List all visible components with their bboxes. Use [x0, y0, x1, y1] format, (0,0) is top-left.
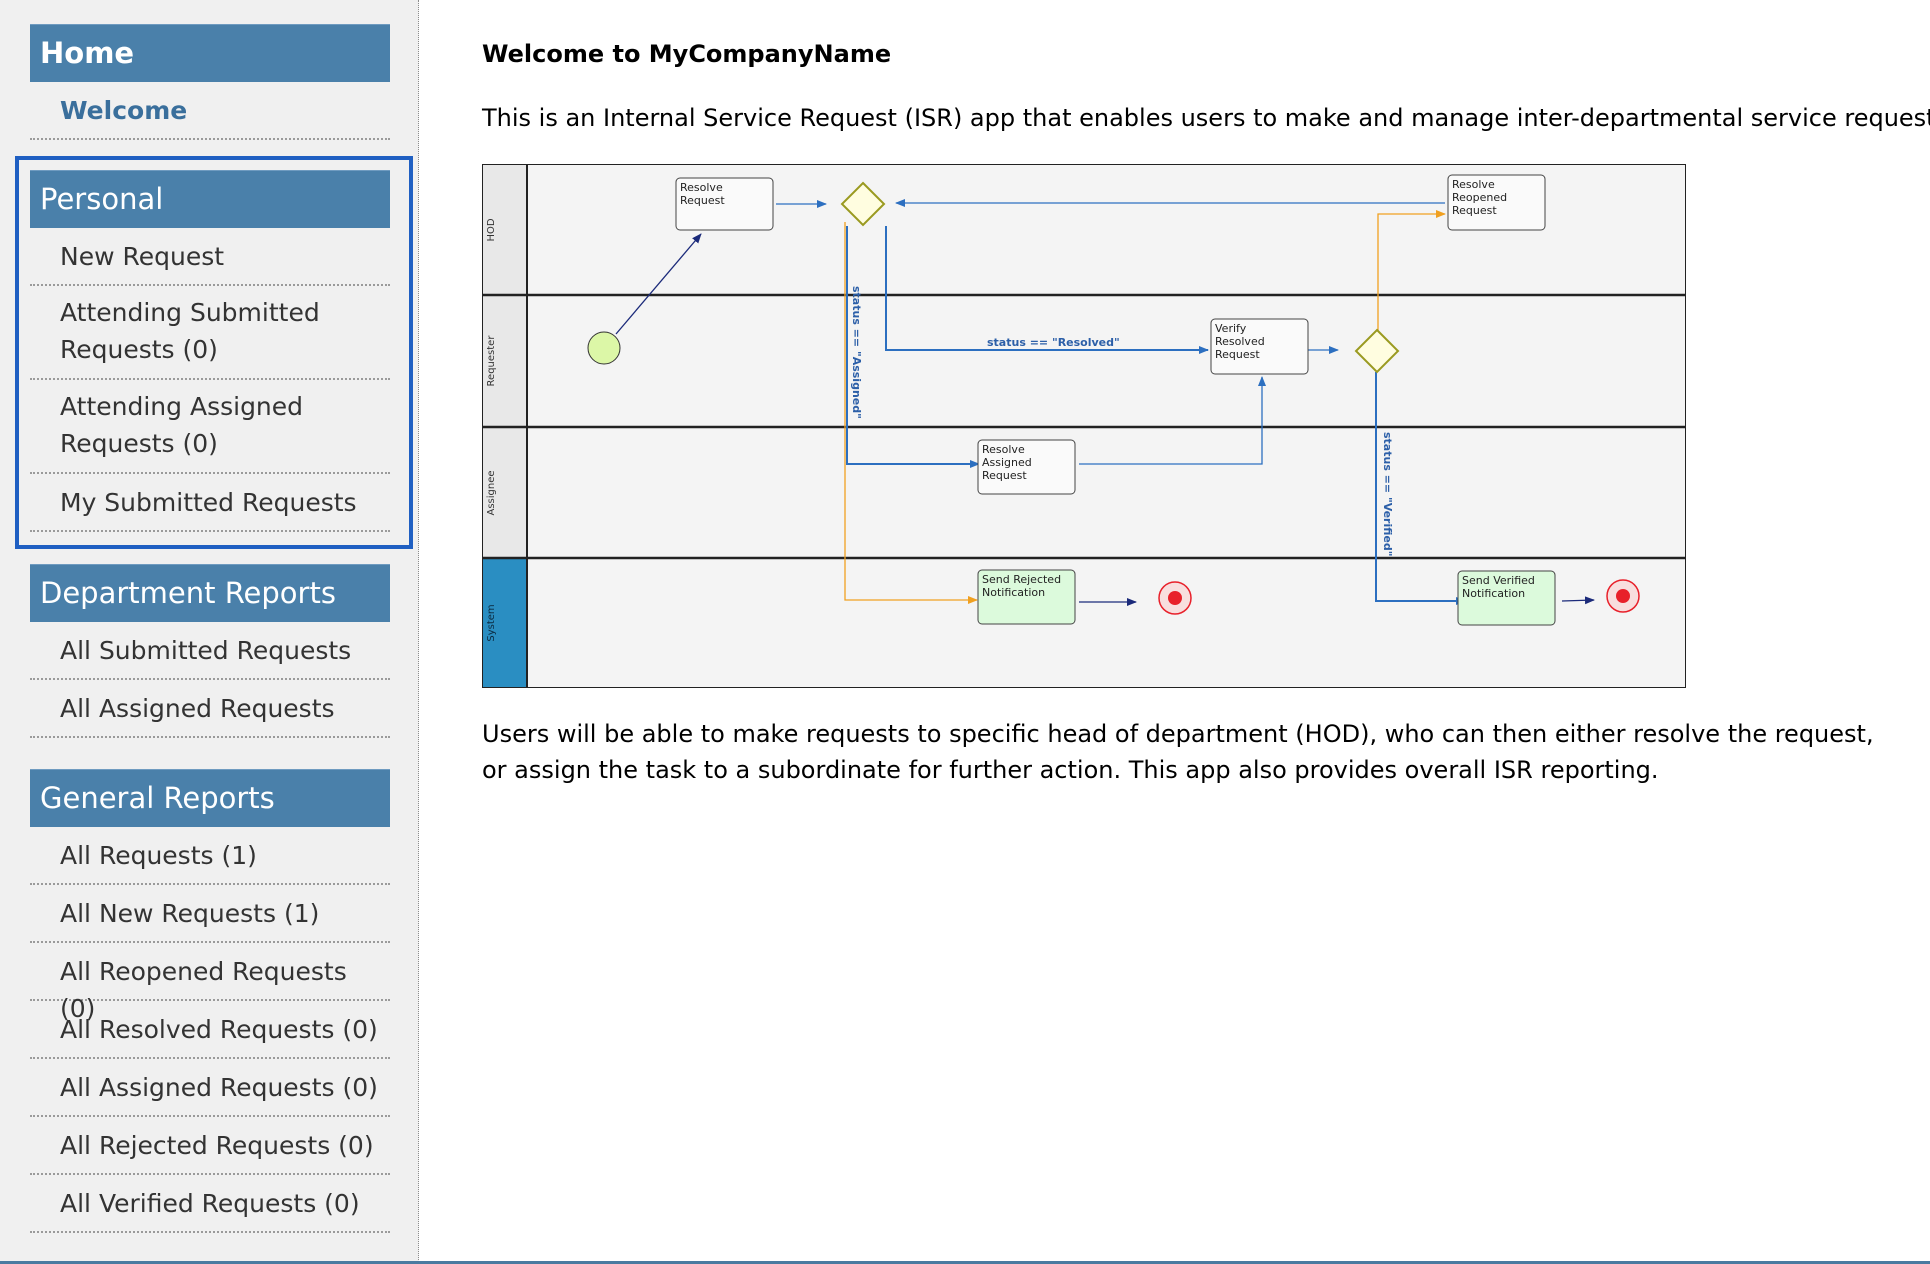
task-send-rejected-label: Send Rejected Notification — [982, 573, 1065, 599]
gateway-requester — [1354, 328, 1400, 374]
general-reports-panel: General Reports All Requests (1) All New… — [30, 769, 390, 1233]
flow-verified-to-end — [1561, 596, 1595, 605]
sidebar-nav: Home Welcome Personal New Request Attend… — [0, 0, 419, 1264]
task-resolve-request-l1: Resolve — [680, 181, 723, 194]
end-event-verified-dot — [1616, 589, 1630, 603]
start-event — [587, 331, 621, 365]
lane-system-header — [483, 558, 527, 687]
task-resolve-assigned-label: Resolve Assigned Request — [982, 443, 1035, 482]
task-resolve-reopened-l2: Reopened — [1452, 191, 1507, 204]
task-send-verified-l2: Notification — [1462, 587, 1525, 600]
gateway-hod — [840, 181, 886, 227]
bottom-border — [0, 1261, 1930, 1264]
lane-requester-header — [483, 295, 527, 427]
personal-panel: Personal New Request Attending Submitted… — [30, 170, 390, 532]
task-send-rejected-l1: Send Rejected — [982, 573, 1061, 586]
intro-text: This is an Internal Service Request (ISR… — [482, 104, 1930, 132]
condition-assigned-label: status == "Assigned" — [850, 286, 863, 419]
lane-assignee-header — [483, 427, 527, 558]
task-resolve-assigned — [977, 439, 1076, 495]
home-header[interactable]: Home — [30, 24, 390, 82]
sidebar-item-my-submitted[interactable]: My Submitted Requests — [30, 474, 390, 532]
home-panel: Home Welcome — [30, 24, 390, 140]
lane-hod-header — [483, 165, 527, 295]
attending-assigned-line-1: Attending Assigned — [60, 392, 304, 421]
attending-submitted-line-1: Attending Submitted — [60, 298, 320, 327]
task-resolve-request-label: Resolve Request — [680, 181, 726, 207]
lane-label-assignee: Assignee — [486, 470, 497, 515]
sidebar-item-attending-submitted[interactable]: Attending Submitted Requests (0) — [30, 286, 390, 380]
flow-verified-branch — [1375, 372, 1466, 605]
flow-reopen-branch — [1377, 210, 1446, 332]
attending-assigned-line-2: Requests (0) — [60, 429, 218, 458]
lane-label-system: System — [486, 604, 497, 641]
sidebar-item-all-assigned-general[interactable]: All Assigned Requests (0) — [30, 1059, 390, 1117]
sidebar-item-all-resolved[interactable]: All Resolved Requests (0) — [30, 1001, 390, 1059]
general-reports-header[interactable]: General Reports — [30, 769, 390, 827]
bpmn-process-diagram: HOD Requester Assignee System Resolve Re… — [482, 164, 1686, 688]
sidebar-item-all-reopened[interactable]: All Reopened Requests (0) — [30, 943, 390, 1023]
sidebar-item-all-submitted[interactable]: All Submitted Requests — [30, 622, 390, 680]
department-reports-panel: Department Reports All Submitted Request… — [30, 564, 390, 738]
personal-focus-outline — [15, 156, 413, 549]
flow-rejected-branch — [844, 222, 978, 604]
page-title: Welcome to MyCompanyName — [482, 40, 892, 68]
sidebar-item-all-rejected[interactable]: All Rejected Requests (0) — [30, 1117, 390, 1175]
sidebar-item-attending-assigned[interactable]: Attending Assigned Requests (0) — [30, 380, 390, 474]
task-resolve-reopened-label: Resolve Reopened Request — [1452, 178, 1511, 217]
sidebar-item-new-request[interactable]: New Request — [30, 228, 390, 286]
task-verify-resolved-l2: Resolved — [1215, 335, 1265, 348]
task-send-verified-label: Send Verified Notification — [1462, 574, 1538, 600]
task-verify-resolved-label: Verify Resolved Request — [1215, 322, 1268, 361]
task-resolve-reopened-l1: Resolve — [1452, 178, 1495, 191]
task-send-verified-l1: Send Verified — [1462, 574, 1535, 587]
task-send-rejected — [977, 569, 1076, 625]
task-resolve-reopened — [1447, 174, 1546, 231]
flow-start-to-resolve — [615, 233, 702, 335]
task-verify-resolved — [1210, 318, 1309, 375]
flow-resolved-branch — [885, 226, 1209, 354]
sidebar-item-welcome[interactable]: Welcome — [30, 82, 390, 140]
task-verify-resolved-l3: Request — [1215, 348, 1260, 361]
attending-submitted-line-2: Requests (0) — [60, 335, 218, 364]
flow-assigned-branch — [846, 226, 980, 468]
sidebar-item-all-verified[interactable]: All Verified Requests (0) — [30, 1175, 390, 1233]
task-resolve-assigned-l2: Assigned — [982, 456, 1032, 469]
condition-resolved-label: status == "Resolved" — [987, 336, 1120, 349]
task-resolve-assigned-l1: Resolve — [982, 443, 1025, 456]
flow-assigned-to-verify — [1079, 376, 1266, 465]
department-reports-header[interactable]: Department Reports — [30, 564, 390, 622]
sidebar-item-all-requests[interactable]: All Requests (1) — [30, 827, 390, 885]
description-text: Users will be able to make requests to s… — [482, 720, 1874, 784]
end-event-rejected-dot — [1168, 591, 1182, 605]
sidebar-item-all-new[interactable]: All New Requests (1) — [30, 885, 390, 943]
task-resolve-request-l2: Request — [680, 194, 725, 207]
task-send-verified — [1457, 570, 1556, 626]
condition-verified-label: status == "Verified" — [1381, 432, 1394, 556]
task-verify-resolved-l1: Verify — [1215, 322, 1247, 335]
task-send-rejected-l2: Notification — [982, 586, 1045, 599]
sidebar-item-all-assigned[interactable]: All Assigned Requests — [30, 680, 390, 738]
task-resolve-request — [675, 177, 774, 231]
task-resolve-assigned-l3: Request — [982, 469, 1027, 482]
task-resolve-reopened-l3: Request — [1452, 204, 1497, 217]
personal-header[interactable]: Personal — [30, 170, 390, 228]
lane-label-hod: HOD — [486, 218, 497, 241]
lane-label-requester: Requester — [486, 335, 497, 387]
